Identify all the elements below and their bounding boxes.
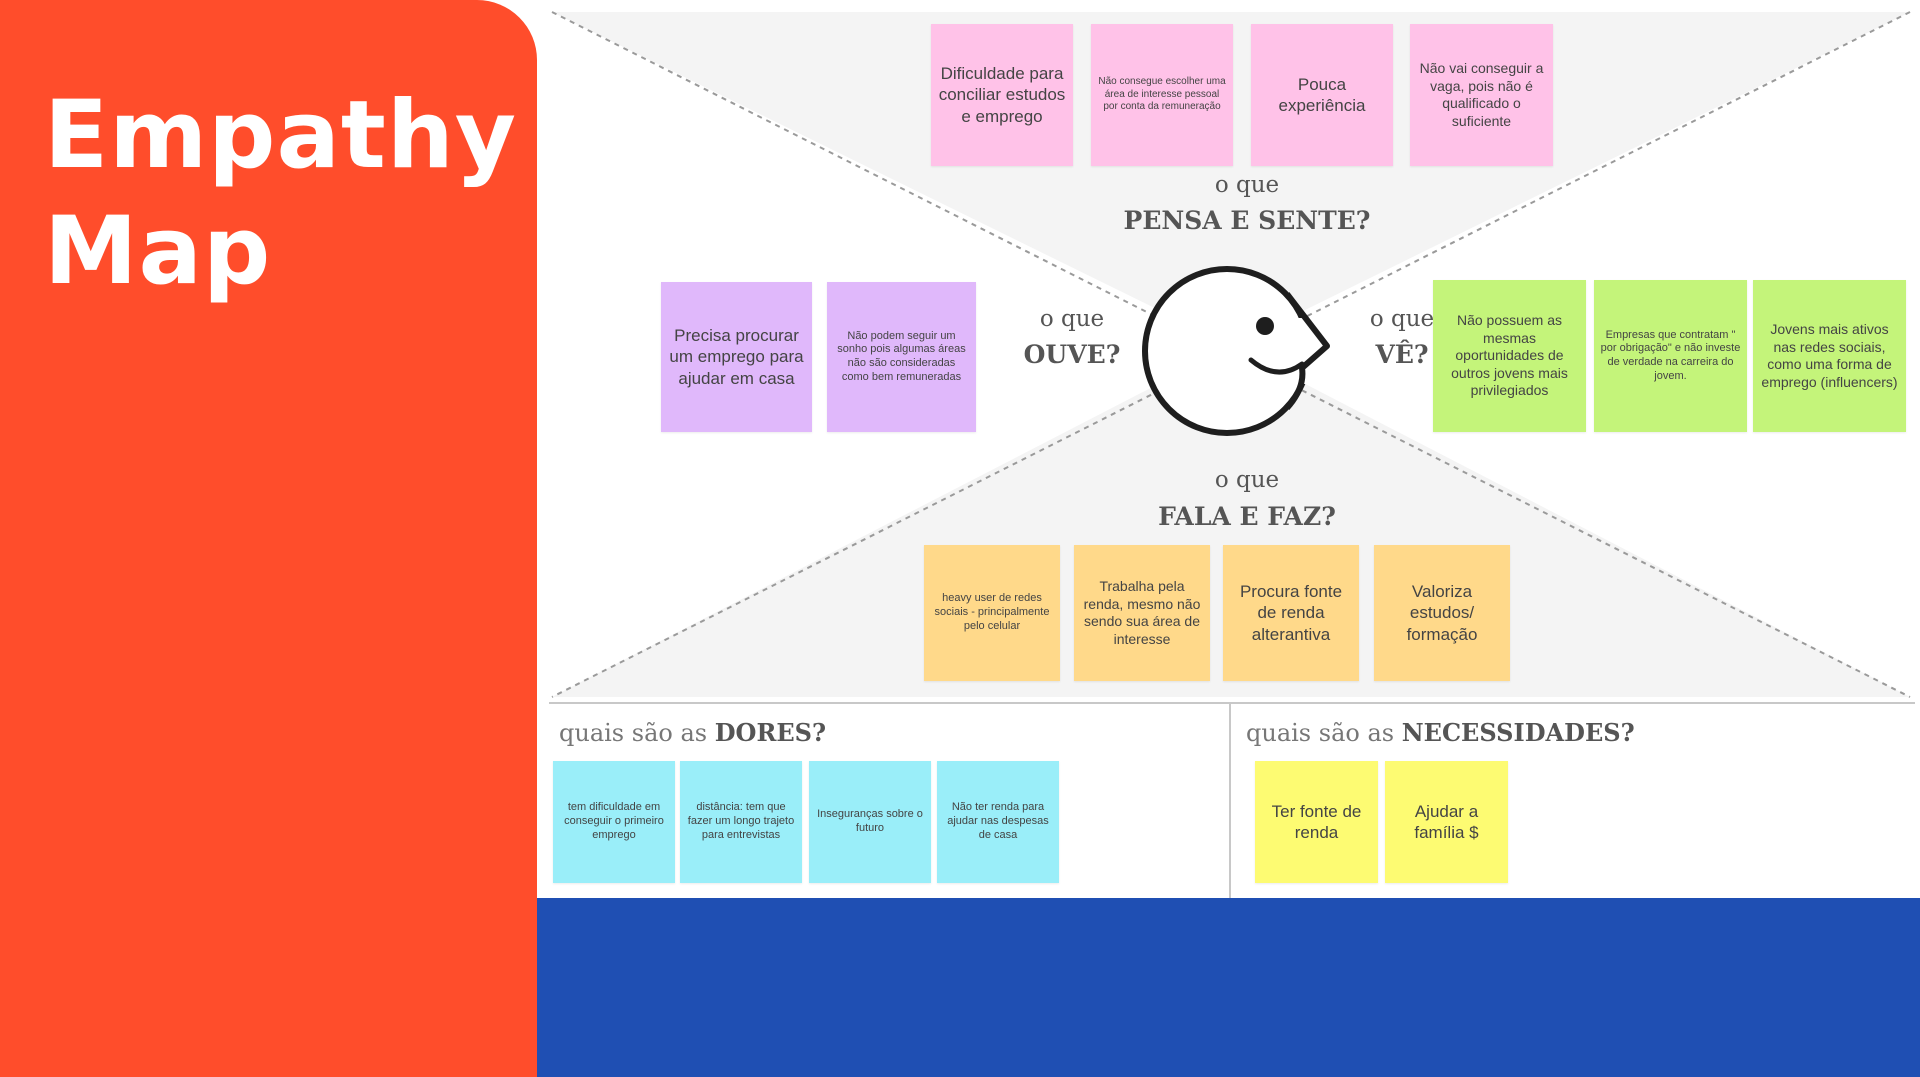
dores-title: quais são as DORES? (559, 718, 826, 747)
sticky-note[interactable]: Valoriza estudos/ formação (1374, 545, 1510, 681)
empathy-map-board: o que PENSA E SENTE? o que OUVE? o que V… (537, 0, 1920, 898)
sticky-note[interactable]: Pouca experiência (1251, 24, 1393, 166)
sticky-note[interactable]: Empresas que contratam " por obrigação" … (1594, 280, 1747, 432)
sticky-note[interactable]: Ajudar a família $ (1385, 761, 1508, 883)
necessidades-title: quais são as NECESSIDADES? (1246, 718, 1635, 747)
sticky-note[interactable]: Não vai conseguir a vaga, pois não é qua… (1410, 24, 1553, 166)
ve-label: VÊ? (1375, 340, 1429, 369)
sticky-note[interactable]: Precisa procurar um emprego para ajudar … (661, 282, 812, 432)
ve-prefix: o que (1369, 306, 1435, 332)
sticky-note[interactable]: Não possuem as mesmas oportunidades de o… (1433, 280, 1586, 432)
necessidades-prefix: quais são as (1246, 719, 1395, 747)
ouve-label: OUVE? (1023, 340, 1121, 369)
fala-label: FALA E FAZ? (1158, 502, 1336, 531)
title-panel: Empathy Map (0, 0, 537, 1077)
page-title: Empathy Map (44, 78, 517, 310)
fala-prefix: o que (1214, 467, 1280, 493)
pensa-prefix: o que (1214, 172, 1280, 198)
sticky-note[interactable]: heavy user de redes sociais - principalm… (924, 545, 1060, 681)
sticky-note[interactable]: Dificuldade para conciliar estudos e emp… (931, 24, 1073, 166)
pensa-label: PENSA E SENTE? (1123, 206, 1371, 235)
sticky-note[interactable]: Jovens mais ativos nas redes sociais, co… (1753, 280, 1906, 432)
sticky-note[interactable]: Ter fonte de renda (1255, 761, 1378, 883)
sticky-note[interactable]: distância: tem que fazer um longo trajet… (680, 761, 802, 883)
quadrant-fala-bg (552, 346, 1910, 697)
sticky-note[interactable]: Procura fonte de renda alterantiva (1223, 545, 1359, 681)
necessidades-label: NECESSIDADES? (1401, 718, 1635, 747)
sticky-note[interactable]: tem dificuldade em conseguir o primeiro … (553, 761, 675, 883)
sticky-note[interactable]: Não consegue escolher uma área de intere… (1091, 24, 1233, 166)
ouve-prefix: o que (1039, 306, 1105, 332)
smiling-face-icon (1142, 266, 1330, 436)
sticky-note[interactable]: Não podem seguir um sonho pois algumas á… (827, 282, 976, 432)
title-line-2: Map (44, 197, 272, 306)
sticky-note[interactable]: Não ter renda para ajudar nas despesas d… (937, 761, 1059, 883)
sticky-note[interactable]: Inseguranças sobre o futuro (809, 761, 931, 883)
dores-label: DORES? (714, 718, 827, 747)
title-line-1: Empathy (44, 81, 518, 190)
sticky-note[interactable]: Trabalha pela renda, mesmo não sendo sua… (1074, 545, 1210, 681)
dores-prefix: quais são as (559, 719, 708, 747)
quadrant-pensa-bg (552, 12, 1910, 346)
